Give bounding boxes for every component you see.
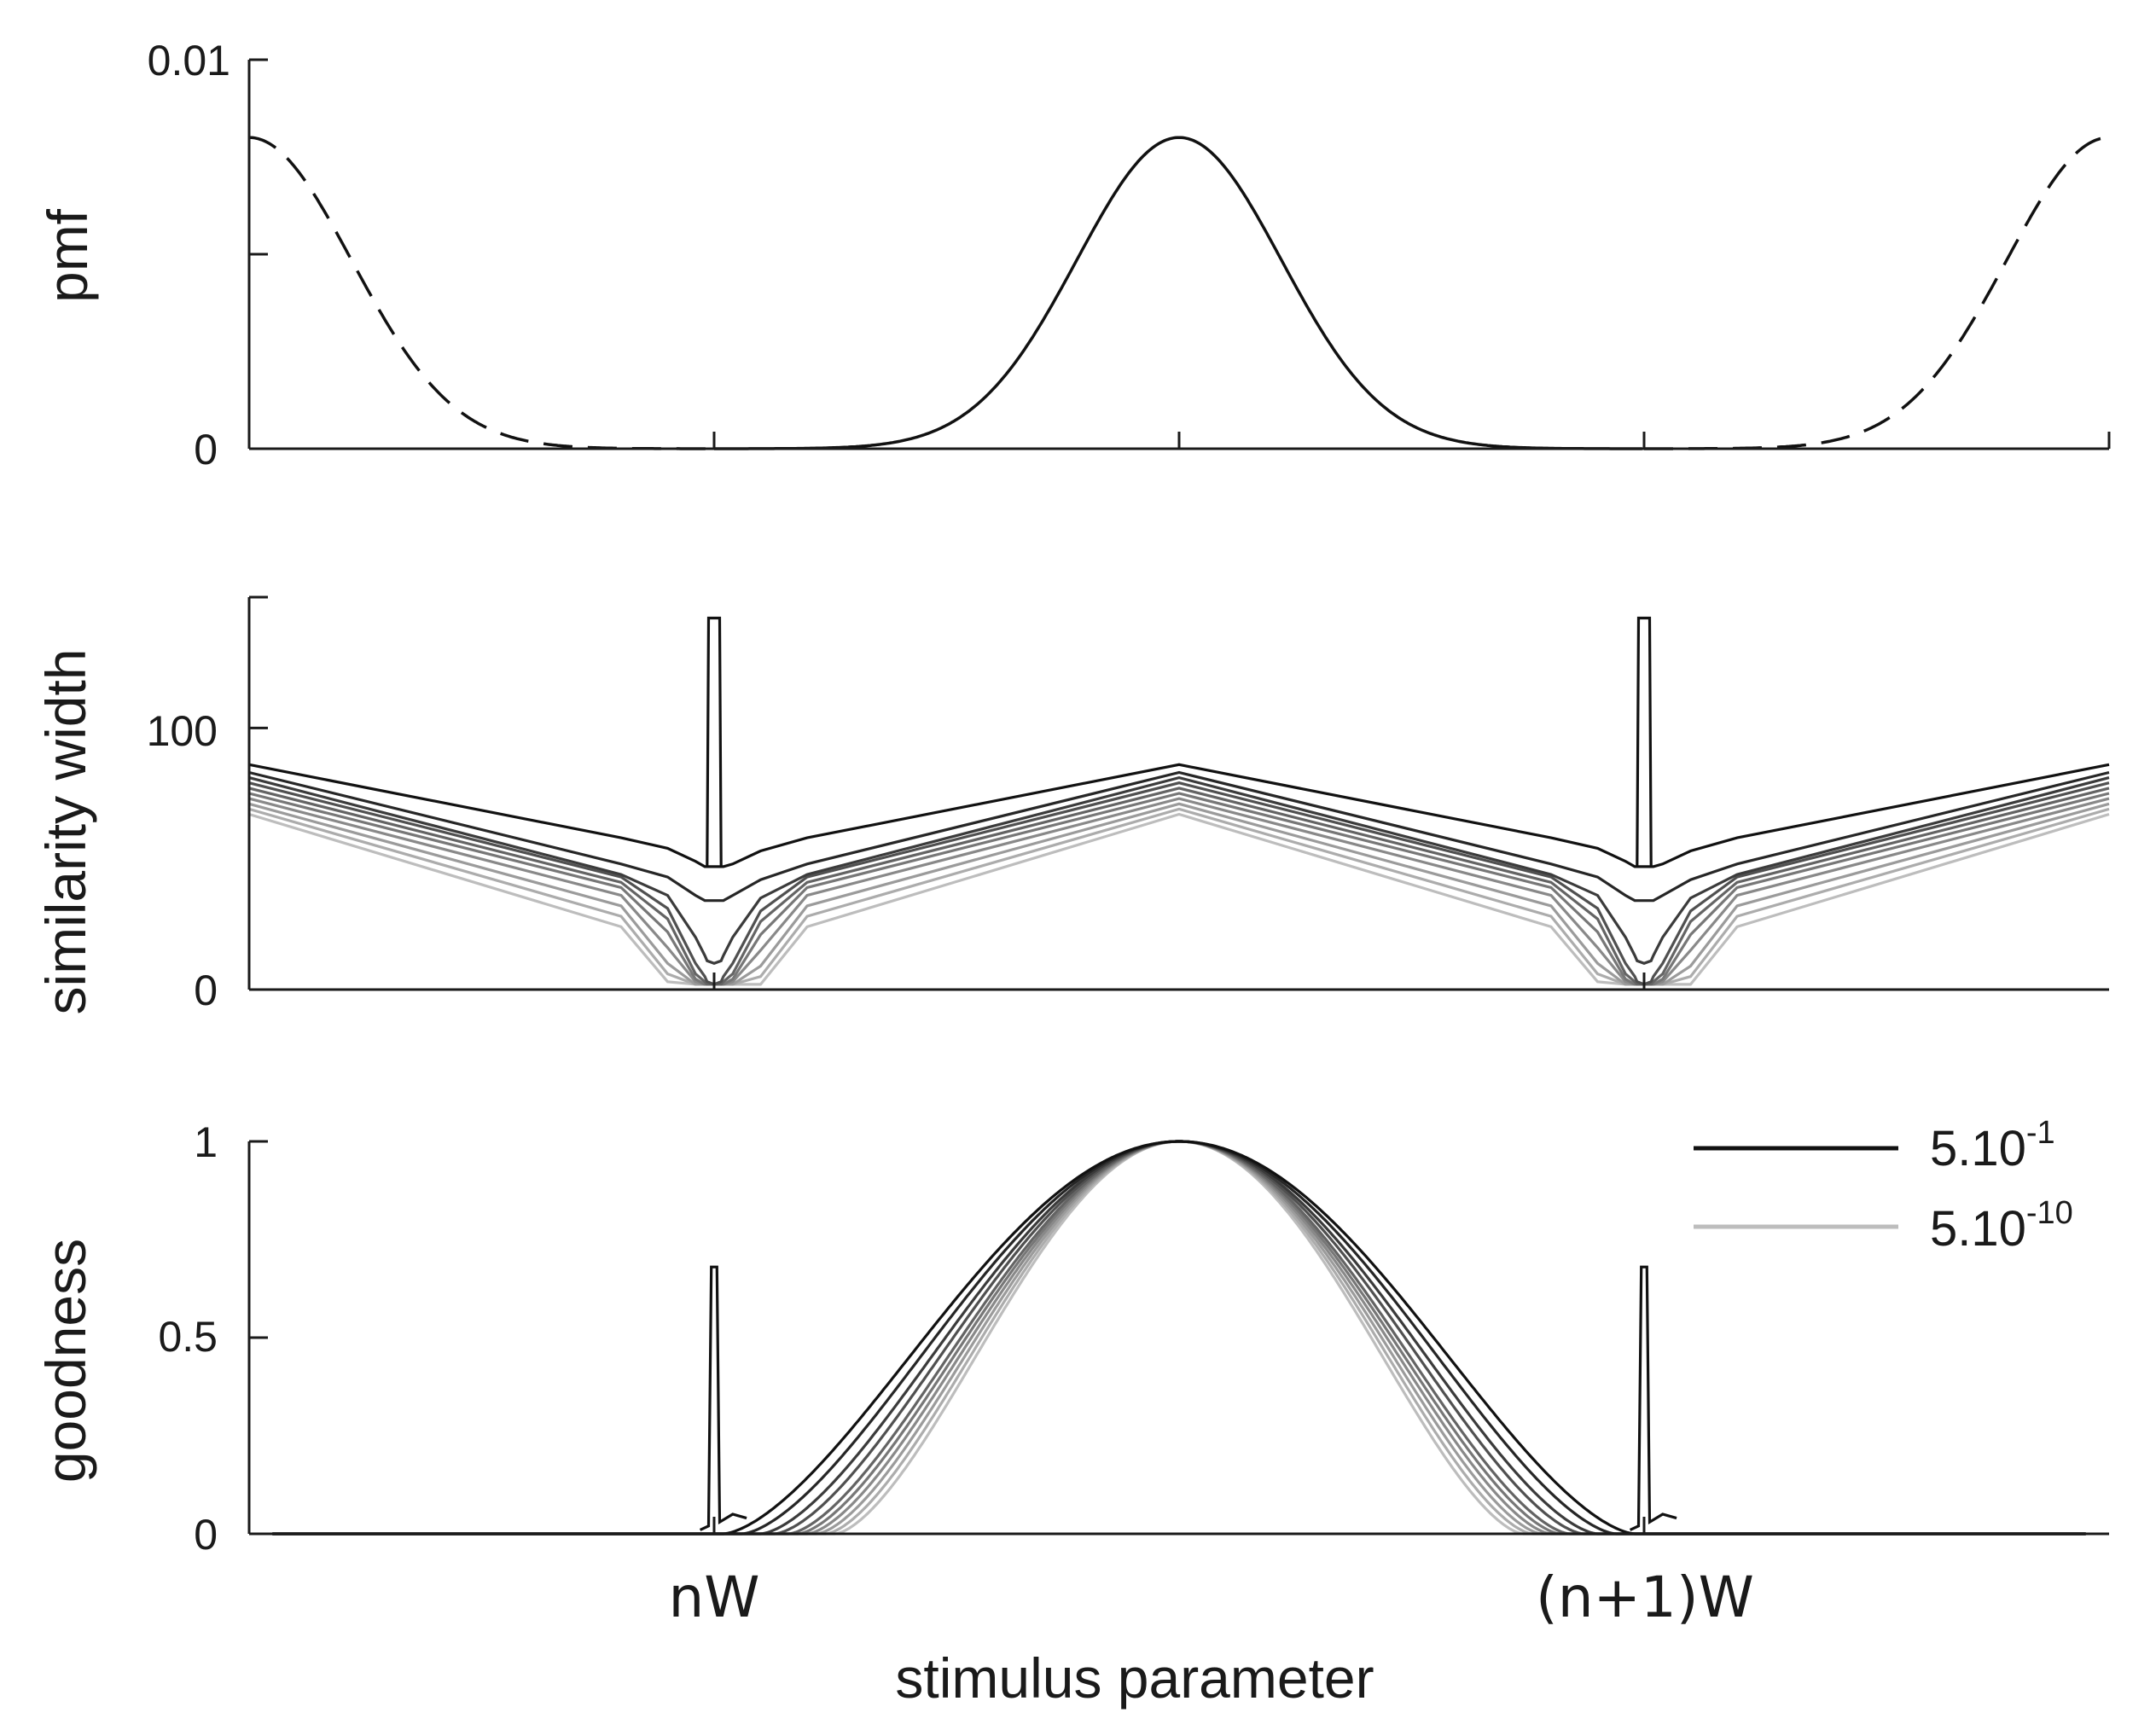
goodness-series-2 (272, 1140, 2086, 1536)
similarity-width-series-0 (248, 763, 2110, 868)
similarity-width-panel: 100 0 similarity width (34, 595, 2110, 1015)
pmf-y-axis-title: pmf (36, 208, 99, 303)
pmf-series-0 (248, 136, 712, 450)
goodness-y-ticks (249, 1140, 268, 1536)
goodness-y-tick-label-half: 0.5 (158, 1313, 218, 1361)
legend-label-light-exponent: -10 (2026, 1195, 2073, 1231)
similarity-width-spike-0 (706, 616, 723, 867)
similarity-width-x-ticks (712, 973, 1646, 990)
similarity-width-series-4 (248, 787, 2110, 986)
legend: 5.10-1 5.10-10 (1694, 1115, 2073, 1257)
pmf-y-ticks (249, 58, 268, 450)
similarity-width-y-tick-label-100: 100 (147, 707, 218, 755)
goodness-series-4 (272, 1140, 2086, 1536)
goodness-curves (272, 1140, 2086, 1536)
goodness-series-5 (272, 1140, 2086, 1536)
pmf-series-1 (714, 136, 1642, 450)
legend-label-light: 5.10-10 (1930, 1195, 2073, 1257)
pmf-y-tick-label-zero: 0 (194, 426, 218, 473)
goodness-panel: 1 0.5 0 goodness nW (n+1)W stimulus para… (34, 1115, 2109, 1710)
pmf-x-ticks (247, 432, 2111, 449)
legend-label-light-base: 5.10 (1930, 1201, 2026, 1257)
similarity-width-series-1 (248, 770, 2110, 903)
similarity-width-spike-1 (1636, 616, 1653, 867)
goodness-spike-0 (699, 1265, 747, 1531)
similarity-width-series-2 (248, 775, 2110, 966)
goodness-series-7 (272, 1140, 2086, 1536)
goodness-series-3 (272, 1140, 2086, 1536)
goodness-y-axis-title: goodness (34, 1239, 97, 1483)
goodness-y-tick-label-zero: 0 (194, 1511, 218, 1559)
pmf-panel: 0.01 0 pmf (36, 37, 2111, 473)
pmf-y-tick-label-top: 0.01 (148, 37, 230, 84)
goodness-series-8 (272, 1140, 2086, 1536)
pmf-series-2 (1644, 136, 2110, 450)
similarity-width-series-3 (248, 781, 2110, 986)
legend-label-dark-base: 5.10 (1930, 1121, 2026, 1176)
similarity-width-series-7 (248, 802, 2110, 986)
goodness-series-9 (272, 1140, 2086, 1536)
legend-label-dark: 5.10-1 (1930, 1115, 2055, 1176)
similarity-width-series-6 (248, 797, 2110, 986)
goodness-series-6 (272, 1140, 2086, 1536)
similarity-width-y-axis-title: similarity width (34, 648, 97, 1014)
x-tick-label-n-plus-1-w: (n+1)W (1536, 1565, 1754, 1630)
pmf-curves (248, 136, 2110, 450)
goodness-series-1 (272, 1140, 2086, 1536)
goodness-y-tick-label-one: 1 (194, 1118, 218, 1166)
x-axis-title: stimulus parameter (895, 1646, 1374, 1710)
similarity-width-series-5 (248, 792, 2110, 986)
similarity-width-y-ticks (249, 595, 268, 991)
similarity-width-series-8 (248, 807, 2110, 986)
goodness-series-0 (272, 1140, 2086, 1536)
goodness-x-ticks (712, 1517, 1646, 1534)
x-tick-label-nw: nW (668, 1565, 759, 1630)
similarity-width-curves (248, 616, 2110, 986)
similarity-width-y-tick-label-zero: 0 (194, 967, 218, 1014)
goodness-spike-1 (1629, 1265, 1677, 1531)
legend-label-dark-exponent: -1 (2026, 1115, 2055, 1151)
